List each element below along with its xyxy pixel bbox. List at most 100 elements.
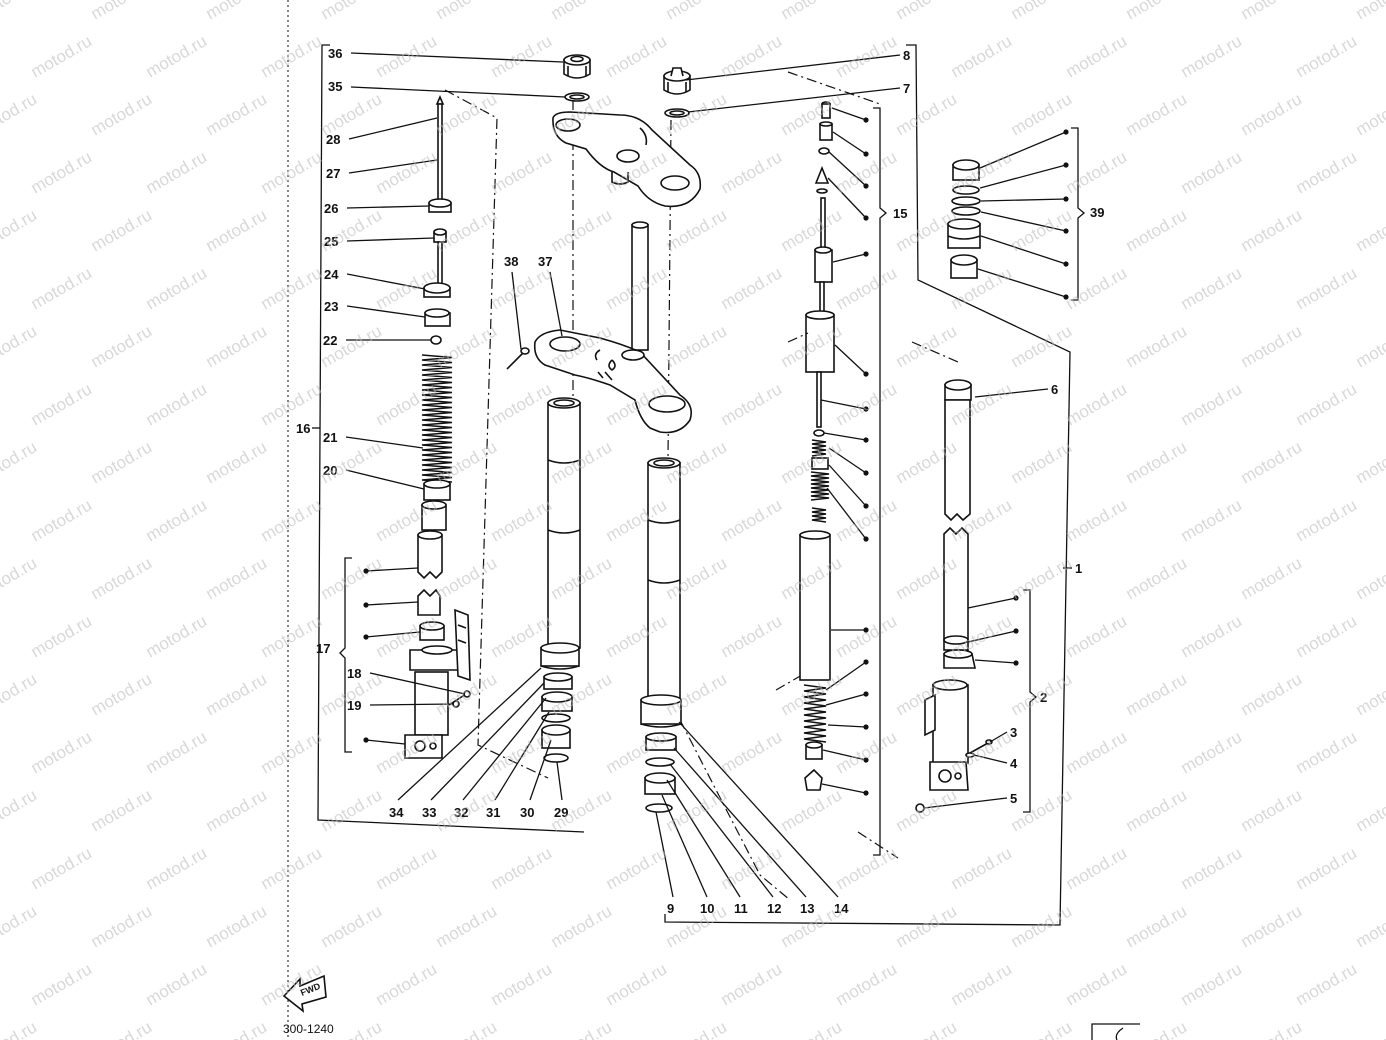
callout-35-leader bbox=[350, 86, 566, 98]
rebound-spring bbox=[803, 684, 827, 743]
washer-24 bbox=[423, 282, 451, 298]
callout-12-leader bbox=[669, 763, 774, 898]
reference-leader bbox=[365, 631, 421, 638]
callout-33-label: 33 bbox=[422, 805, 436, 820]
callout-32-leader bbox=[462, 697, 547, 801]
callout-10-leader bbox=[661, 794, 708, 898]
callout-25: 25 bbox=[324, 234, 435, 249]
callout-17: 17 bbox=[316, 641, 330, 656]
brace-15 bbox=[873, 107, 888, 856]
far-right-dashed-top bbox=[911, 341, 959, 363]
callout-32-label: 32 bbox=[454, 805, 468, 820]
callout-1: 1 bbox=[1075, 561, 1082, 576]
reference-dot bbox=[863, 406, 869, 412]
right-tube-lower-parts bbox=[640, 694, 682, 813]
callout-19: 19 bbox=[347, 698, 455, 713]
callout-8: 8 bbox=[685, 48, 910, 81]
callout-35-label: 35 bbox=[328, 79, 342, 94]
callout-6-label: 6 bbox=[1051, 382, 1058, 397]
callout-32: 32 bbox=[454, 697, 547, 820]
callout-9-label: 9 bbox=[667, 901, 674, 916]
right-tube-lower-dashed bbox=[679, 719, 791, 901]
small-spring-lower bbox=[811, 507, 827, 523]
callout-24-label: 24 bbox=[324, 267, 339, 282]
callout-3-leader bbox=[989, 731, 1008, 743]
reference-dot bbox=[863, 627, 869, 633]
reference-leader bbox=[827, 724, 867, 728]
callout-28-leader bbox=[348, 117, 438, 140]
reference-dot bbox=[863, 724, 869, 730]
damper-rod-28 bbox=[435, 94, 445, 201]
reference-dot bbox=[863, 215, 869, 221]
reference-leader bbox=[826, 487, 867, 540]
callout-14-leader bbox=[678, 721, 839, 898]
callout-36-label: 36 bbox=[328, 46, 342, 61]
reference-dot bbox=[863, 790, 869, 796]
callout-36: 36 bbox=[328, 46, 564, 63]
callout-18-leader bbox=[369, 672, 466, 695]
callout-26: 26 bbox=[324, 201, 430, 216]
callout-10: 10 bbox=[661, 794, 714, 916]
callout-7-label: 7 bbox=[903, 81, 910, 96]
reference-dot bbox=[863, 151, 869, 157]
callout-16: 16 bbox=[296, 421, 310, 436]
reference-leader bbox=[828, 447, 867, 474]
reference-leader bbox=[979, 164, 1067, 189]
reference-dot bbox=[363, 634, 369, 640]
nut-26 bbox=[428, 198, 452, 213]
callout-5-leader bbox=[923, 797, 1008, 809]
reference-dot bbox=[1063, 294, 1069, 300]
reference-dot bbox=[1063, 162, 1069, 168]
callout-21-label: 21 bbox=[323, 430, 337, 445]
callout-37-label: 37 bbox=[538, 254, 552, 269]
callout-9-leader bbox=[655, 811, 674, 898]
callout-34-label: 34 bbox=[389, 805, 404, 820]
o-ring-7 bbox=[664, 108, 690, 118]
reference-leader bbox=[967, 630, 1017, 643]
callout-12-label: 12 bbox=[767, 901, 781, 916]
outer-tube-2 bbox=[924, 635, 976, 791]
reference-leader bbox=[977, 268, 1067, 298]
arrow-icon bbox=[282, 974, 327, 1013]
reference-leader bbox=[825, 661, 867, 691]
callout-23-leader bbox=[346, 305, 426, 318]
callout-11: 11 bbox=[666, 779, 748, 916]
part-22 bbox=[430, 335, 442, 345]
callout-7-leader bbox=[687, 87, 901, 113]
reference-dots bbox=[363, 107, 1069, 796]
reference-leader bbox=[820, 399, 867, 410]
brace-2 bbox=[1023, 589, 1038, 813]
reference-dot bbox=[863, 536, 869, 542]
reference-dot bbox=[1013, 595, 1019, 601]
callout-1-label: 1 bbox=[1075, 561, 1082, 576]
callout-10-label: 10 bbox=[700, 901, 714, 916]
cap-bolt-36 bbox=[563, 54, 591, 79]
reference-leader bbox=[834, 344, 867, 375]
callout-31-leader bbox=[494, 711, 550, 801]
callout-8-leader bbox=[685, 54, 901, 81]
callout-15-label: 15 bbox=[893, 206, 907, 221]
bolt-38 bbox=[506, 347, 530, 370]
spring-21-coil bbox=[421, 354, 453, 483]
small-spring-upper bbox=[811, 439, 827, 457]
reference-leader bbox=[825, 693, 867, 706]
right-internals-15 bbox=[787, 101, 835, 791]
reference-dot bbox=[1063, 196, 1069, 202]
callout-21: 21 bbox=[323, 430, 424, 449]
callout-38-label: 38 bbox=[504, 254, 518, 269]
callout-11-label: 11 bbox=[734, 901, 748, 916]
callout-22: 22 bbox=[323, 333, 431, 348]
cap-bolt-8 bbox=[663, 67, 691, 95]
callout-28: 28 bbox=[326, 117, 438, 147]
callout-29: 29 bbox=[554, 761, 568, 820]
right-inner-tube bbox=[647, 457, 681, 701]
brace-17 bbox=[339, 557, 352, 753]
callout-29-label: 29 bbox=[554, 805, 568, 820]
callout-17-label: 17 bbox=[316, 641, 330, 656]
callout-4: 4 bbox=[973, 754, 1018, 771]
callout-23-label: 23 bbox=[324, 299, 338, 314]
upper-bracket bbox=[552, 111, 702, 208]
reference-leader bbox=[979, 131, 1067, 169]
steering-stem bbox=[631, 221, 649, 351]
